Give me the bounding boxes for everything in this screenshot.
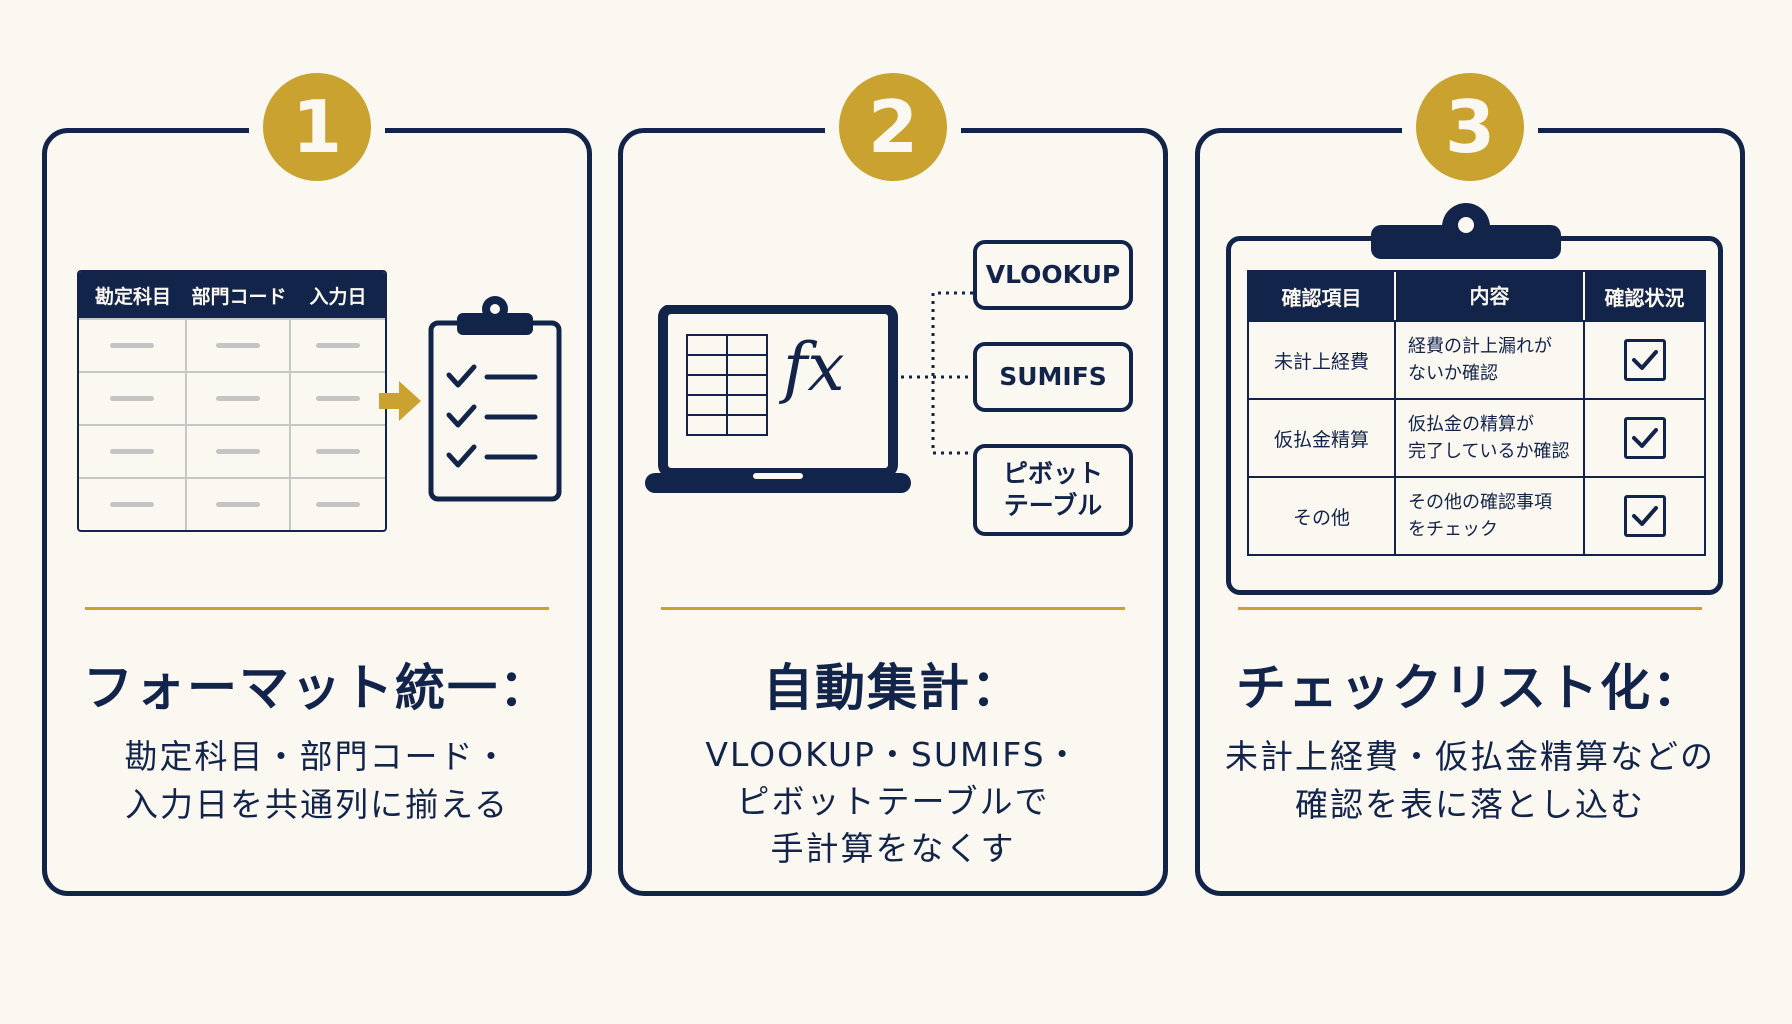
- checkbox-checked-icon[interactable]: [1623, 417, 1666, 459]
- step-number-3: 3: [1416, 73, 1524, 181]
- description-line: 入力日を共通列に揃える: [124, 785, 509, 824]
- description-line: 手計算をなくす: [770, 829, 1016, 868]
- checklist-header-status: 確認状況: [1604, 285, 1685, 310]
- checkbox-checked-icon[interactable]: [1623, 495, 1666, 537]
- card-title: チェックリスト化：: [1236, 659, 1704, 717]
- checklist-header-content: 内容: [1396, 272, 1585, 320]
- description-line: 勘定科目・部門コード・: [124, 737, 510, 776]
- gold-divider: [85, 607, 549, 610]
- checklist-header: 確認項目 内容 確認状況: [1249, 272, 1704, 320]
- step-card-3: 3 確認項目 内容 確認状況 未計上経費 経費の計上漏れが ないか確認: [1195, 73, 1745, 896]
- card-description: 未計上経費・仮払金精算などの 確認を表に落とし込む: [1200, 733, 1740, 829]
- content-line: 経費の計上漏れが: [1408, 336, 1552, 357]
- checklist-content: その他の確認事項 をチェック: [1396, 478, 1585, 554]
- checklist-status: [1585, 478, 1704, 554]
- step-number-1: 1: [263, 73, 371, 181]
- checklist-item: 仮払金精算: [1249, 400, 1396, 476]
- spreadsheet-row: [79, 318, 385, 371]
- content-line: 仮払金の精算が: [1408, 414, 1534, 435]
- gold-divider: [661, 607, 1125, 610]
- step-badge-3: 3: [1402, 73, 1538, 189]
- description-line: 確認を表に落とし込む: [1295, 785, 1645, 824]
- spreadsheet-header: 勘定科目 部門コード 入力日: [79, 272, 385, 318]
- spreadsheet-row: [79, 424, 385, 477]
- function-box-vlookup: VLOOKUP: [973, 240, 1133, 310]
- checklist-row: その他 その他の確認事項 をチェック: [1249, 476, 1704, 554]
- fx-label: fx: [783, 329, 845, 406]
- clipboard-clip-icon: [1371, 203, 1561, 259]
- content-line: ないか確認: [1408, 363, 1498, 384]
- checklist-item: 未計上経費: [1249, 322, 1396, 398]
- spreadsheet-header-date: 入力日: [309, 285, 367, 308]
- pivot-line: ピボット: [1002, 459, 1103, 488]
- card-title: フォーマット統一：: [83, 659, 551, 717]
- function-box-sumifs: SUMIFS: [973, 342, 1133, 412]
- clipboard-checklist-icon: [428, 296, 562, 502]
- card-title: 自動集計：: [763, 659, 1023, 717]
- checklist-status: [1585, 400, 1704, 476]
- step-badge-1: 1: [249, 73, 385, 189]
- gold-divider: [1238, 607, 1702, 610]
- checkbox-checked-icon[interactable]: [1623, 339, 1666, 381]
- description-line: VLOOKUP・SUMIFS・: [705, 735, 1081, 774]
- checklist-header-item: 確認項目: [1249, 272, 1396, 320]
- checklist-row: 仮払金精算 仮払金の精算が 完了しているか確認: [1249, 398, 1704, 476]
- checklist-clipboard: 確認項目 内容 確認状況 未計上経費 経費の計上漏れが ないか確認 仮払金精算: [1226, 203, 1723, 595]
- description-line: 未計上経費・仮払金精算などの: [1225, 737, 1715, 776]
- spreadsheet-illustration: 勘定科目 部門コード 入力日: [77, 270, 387, 532]
- checklist-content: 経費の計上漏れが ないか確認: [1396, 322, 1585, 398]
- spreadsheet-row: [79, 371, 385, 424]
- content-line: 完了しているか確認: [1408, 441, 1570, 462]
- card-description: 勘定科目・部門コード・ 入力日を共通列に揃える: [47, 733, 587, 829]
- step-number-2: 2: [839, 73, 947, 181]
- arrow-right-icon: [379, 381, 421, 421]
- function-box-pivot-table: ピボット テーブル: [973, 444, 1133, 536]
- connector-lines: [893, 291, 973, 455]
- step-badge-2: 2: [825, 73, 961, 189]
- checklist-row: 未計上経費 経費の計上漏れが ないか確認: [1249, 320, 1704, 398]
- pivot-line: テーブル: [1003, 491, 1103, 520]
- spreadsheet-header-dept-code: 部門コード: [191, 285, 287, 308]
- spreadsheet-row: [79, 477, 385, 530]
- checklist-status: [1585, 322, 1704, 398]
- checklist-table: 確認項目 内容 確認状況 未計上経費 経費の計上漏れが ないか確認 仮払金精算: [1247, 270, 1706, 556]
- laptop-icon: [645, 305, 911, 493]
- description-line: ピボットテーブルで: [736, 782, 1050, 821]
- card-description: VLOOKUP・SUMIFS・ ピボットテーブルで 手計算をなくす: [623, 731, 1163, 872]
- content-line: その他の確認事項: [1408, 492, 1552, 513]
- spreadsheet-header-account: 勘定科目: [94, 285, 171, 308]
- step-card-1: 1 勘定科目 部門コード 入力日 フォーマット統一： 勘定科目・部門コード・ 入…: [42, 73, 592, 896]
- checklist-content: 仮払金の精算が 完了しているか確認: [1396, 400, 1585, 476]
- step-card-2: 2 fx VLOOKUP SUMIFS ピボット テーブル 自動集計： VLOO…: [618, 73, 1168, 896]
- checklist-item: その他: [1249, 478, 1396, 554]
- content-line: をチェック: [1408, 519, 1498, 540]
